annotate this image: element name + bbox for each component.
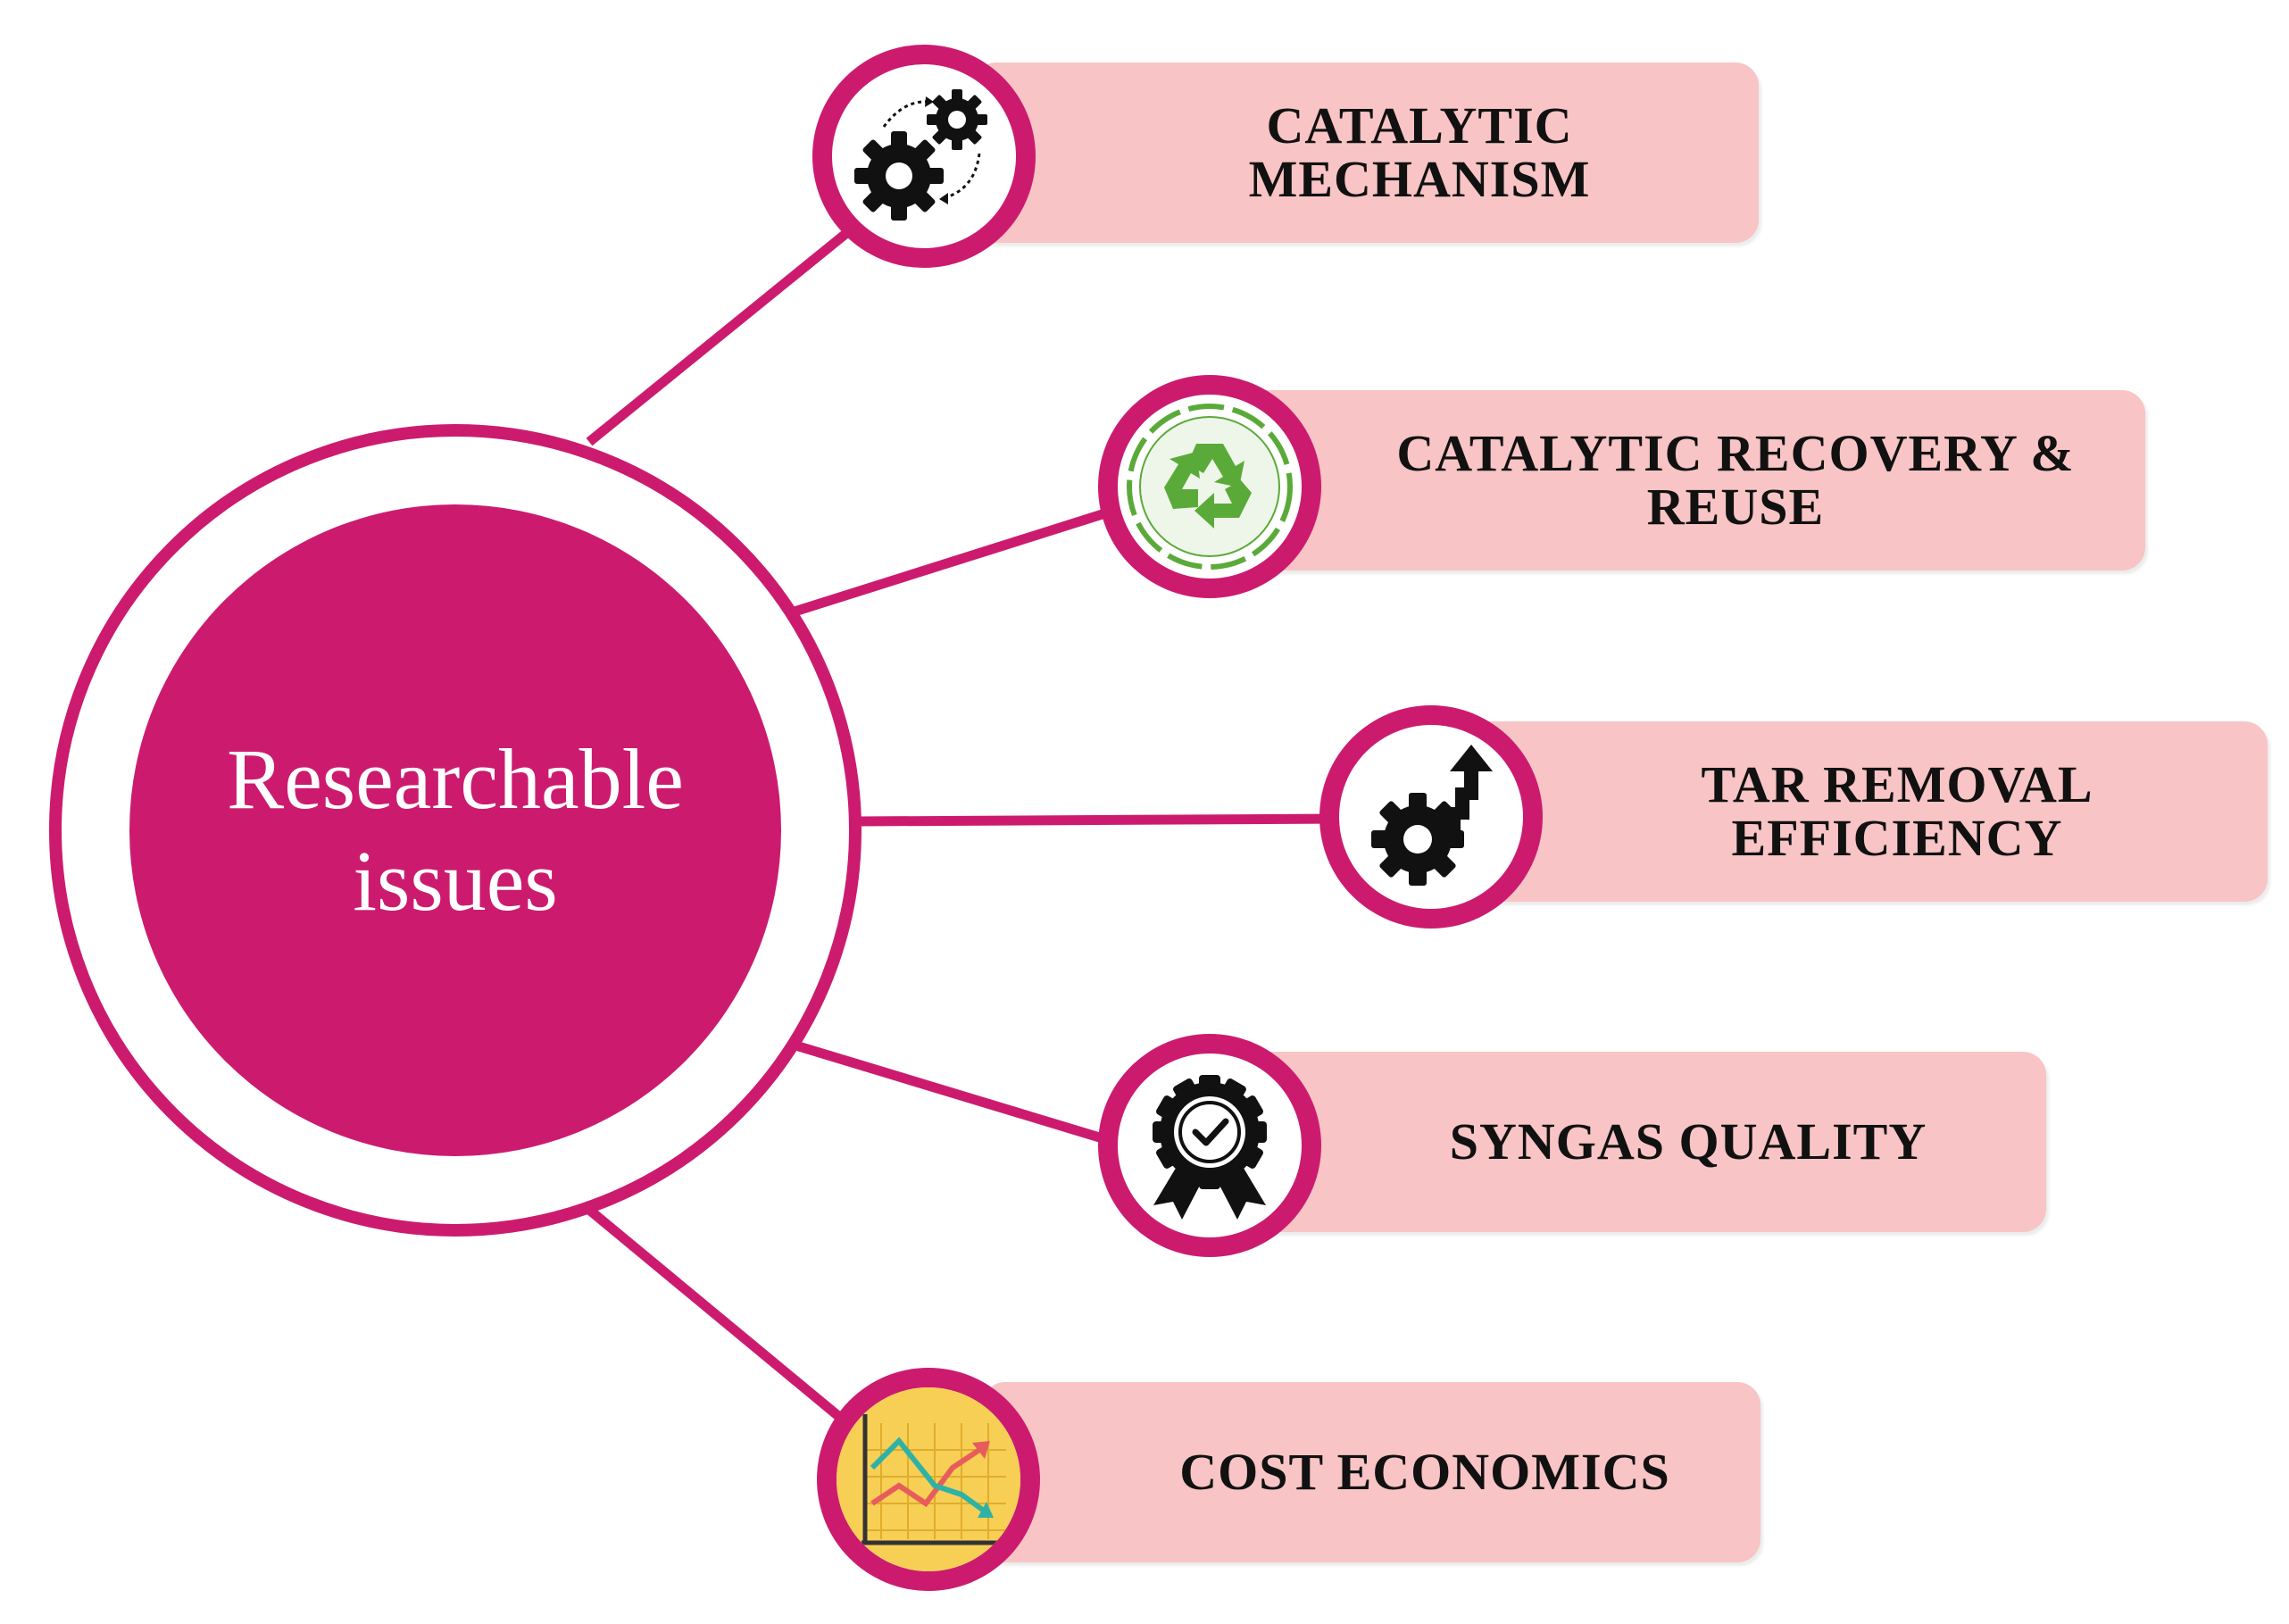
label-cost-economics: COST ECONOMICS — [1179, 1443, 1670, 1501]
center-node: Researchable issues — [129, 504, 781, 1156]
icon-ring-syngas-quality — [1098, 1034, 1321, 1257]
recycle-icon — [1118, 395, 1302, 579]
label-catalytic-mechanism: CATALYTIC MECHANISM — [1248, 96, 1591, 208]
icon-ring-tar-removal — [1319, 705, 1543, 929]
gears-icon — [832, 64, 1016, 248]
label-box-syngas-quality: SYNGAS QUALITY — [1205, 1052, 2046, 1232]
icon-ring-cost-economics — [817, 1368, 1040, 1591]
connector-cost-economics — [586, 1205, 878, 1451]
icon-ring-catalytic-recovery — [1098, 375, 1321, 598]
connector-tar-removal — [856, 813, 1344, 827]
quality-badge-icon — [1118, 1054, 1302, 1237]
connector-catalytic-recovery — [793, 502, 1127, 617]
label-box-tar-removal: TAR REMOVAL EFFICIENCY — [1437, 721, 2268, 902]
label-box-catalytic-recovery: CATALYTIC RECOVERY & REUSE — [1210, 390, 2145, 570]
label-syngas-quality: SYNGAS QUALITY — [1449, 1112, 1927, 1170]
label-box-cost-economics: COST ECONOMICS — [982, 1382, 1760, 1562]
label-tar-removal: TAR REMOVAL EFFICIENCY — [1701, 755, 2093, 867]
gear-arrow-up-icon — [1339, 725, 1523, 909]
connector-syngas-quality — [791, 1039, 1125, 1150]
label-box-catalytic-mechanism: CATALYTIC MECHANISM — [973, 62, 1759, 243]
label-catalytic-recovery: CATALYTIC RECOVERY & REUSE — [1396, 424, 2075, 536]
growth-chart-icon — [837, 1387, 1020, 1571]
icon-ring-catalytic-mechanism — [812, 45, 1036, 268]
center-title: Researchable issues — [227, 731, 684, 929]
